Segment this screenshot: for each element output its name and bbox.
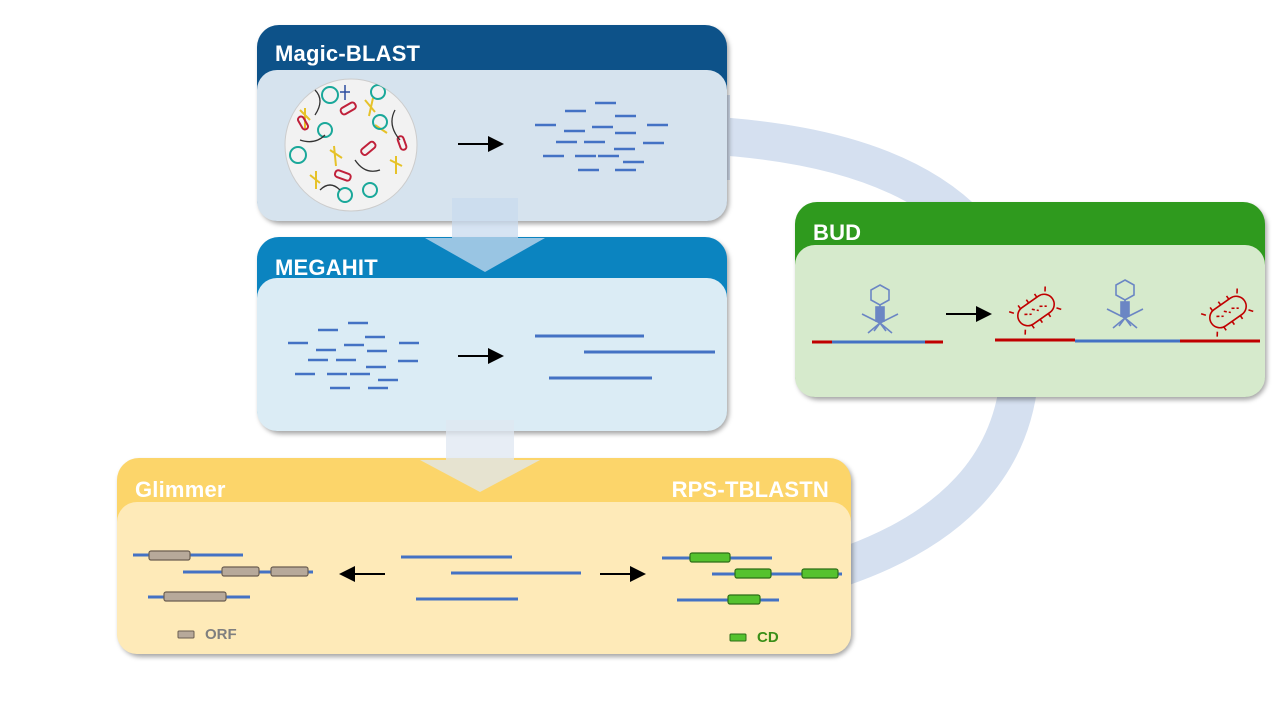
bacterium-icon-right (1200, 288, 1254, 337)
short-reads-megahit (288, 321, 419, 390)
glimmer-title: Glimmer (135, 477, 226, 502)
metagenome-sample-image (284, 78, 418, 212)
down-arrow-1 (425, 198, 545, 272)
cd-3 (801, 568, 839, 579)
bacterium-icon-left (1008, 286, 1062, 335)
megahit-panel: MEGAHIT (257, 237, 727, 431)
phage-icon-left (861, 284, 899, 334)
bud-body (795, 245, 1265, 397)
glimmer-body (117, 502, 851, 654)
bud-title: BUD (813, 220, 862, 245)
orf-3 (270, 566, 309, 577)
contigs-megahit (535, 334, 715, 380)
cd-legend-swatch (729, 633, 747, 642)
phage-icon-right (1106, 279, 1144, 329)
cd-2 (734, 568, 772, 579)
rps-tblastn-title: RPS-TBLASTN (671, 477, 829, 502)
short-reads-magic-blast (535, 101, 668, 172)
cd-1 (689, 552, 731, 563)
bud-panel: BUD (795, 202, 1265, 397)
orf-2 (221, 566, 260, 577)
contigs-center (401, 555, 581, 601)
contigs-with-cds (662, 552, 842, 605)
cd-4 (727, 594, 761, 605)
orf-4 (163, 591, 227, 602)
orf-1 (148, 550, 191, 561)
magic-blast-title: Magic-BLAST (275, 41, 421, 66)
contigs-with-orfs (133, 550, 313, 602)
down-arrow-2 (420, 420, 540, 492)
cd-legend-label: CD (757, 629, 779, 646)
orf-legend-label: ORF (205, 626, 237, 643)
orf-legend-swatch (177, 630, 195, 639)
megahit-title: MEGAHIT (275, 255, 378, 280)
bud-right-genome (995, 338, 1260, 343)
